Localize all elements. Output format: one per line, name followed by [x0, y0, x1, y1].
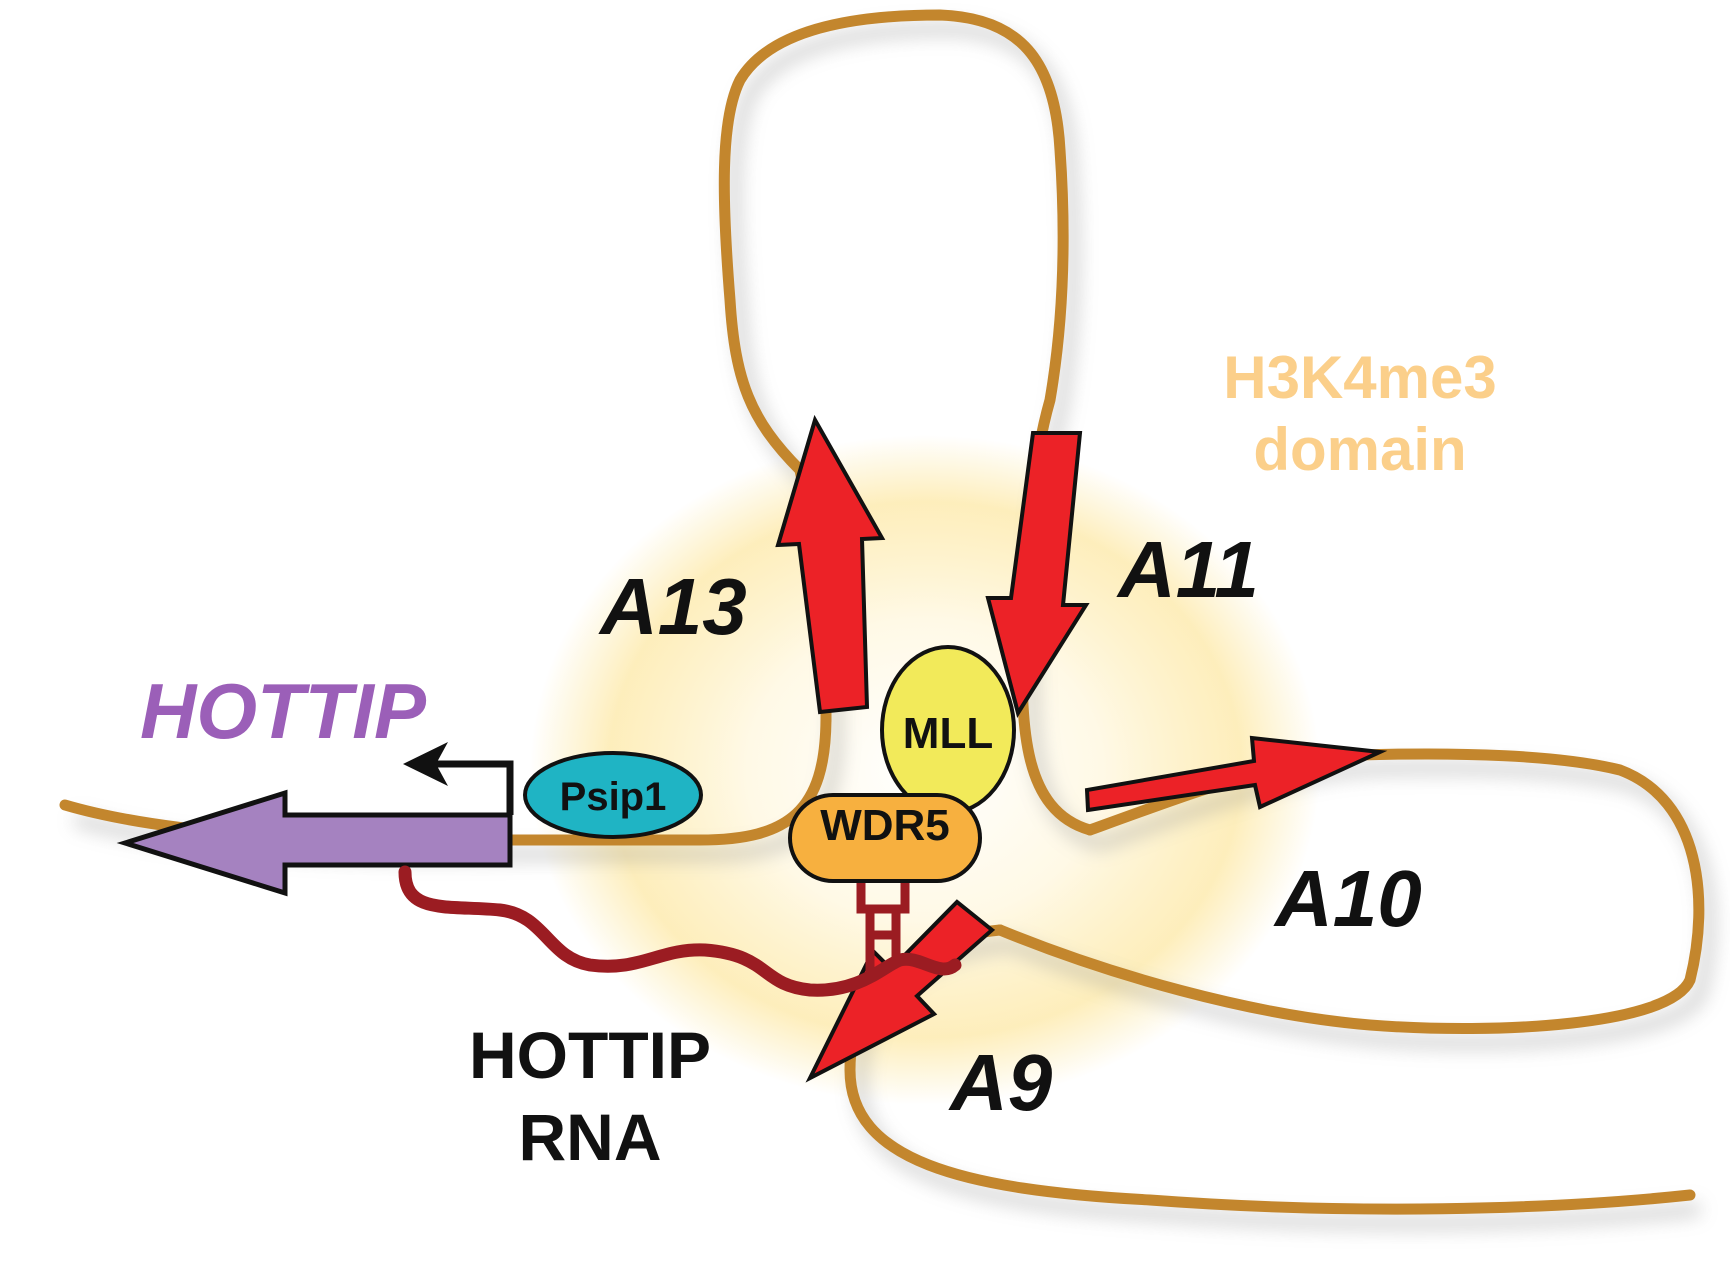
wdr5-protein: WDR5	[788, 793, 982, 883]
h3k4me3-domain-label-line1: H3K4me3	[1223, 344, 1497, 411]
hottip-gene-arrow	[116, 789, 513, 897]
hottip-gene-label: HOTTIP	[140, 667, 427, 755]
transcription-start-arrow-icon	[435, 760, 514, 815]
hottip-rna-label-line2: RNA	[519, 1100, 662, 1174]
h3k4me3-domain-label-line2: domain	[1253, 416, 1466, 483]
a13-gene-arrow	[775, 414, 886, 715]
a9-gene-arrow	[805, 899, 996, 1083]
hottip-rna-label-line1: HOTTIP	[469, 1018, 711, 1092]
mll-label: MLL	[903, 709, 993, 758]
wdr5-label: WDR5	[820, 801, 950, 850]
hottip-rna-strand	[398, 865, 962, 997]
a11-gene-arrow	[985, 431, 1090, 718]
psip1-label: Psip1	[560, 775, 667, 819]
a10-label: A10	[1273, 854, 1422, 943]
mll-protein: MLL	[880, 645, 1016, 815]
psip1-protein: Psip1	[523, 751, 703, 839]
a13-label: A13	[598, 562, 747, 651]
a11-label: A11	[1116, 525, 1259, 614]
a9-label: A9	[948, 1038, 1053, 1127]
transcription-start-arrowhead-icon	[403, 742, 448, 786]
a10-gene-arrow	[1084, 735, 1388, 813]
